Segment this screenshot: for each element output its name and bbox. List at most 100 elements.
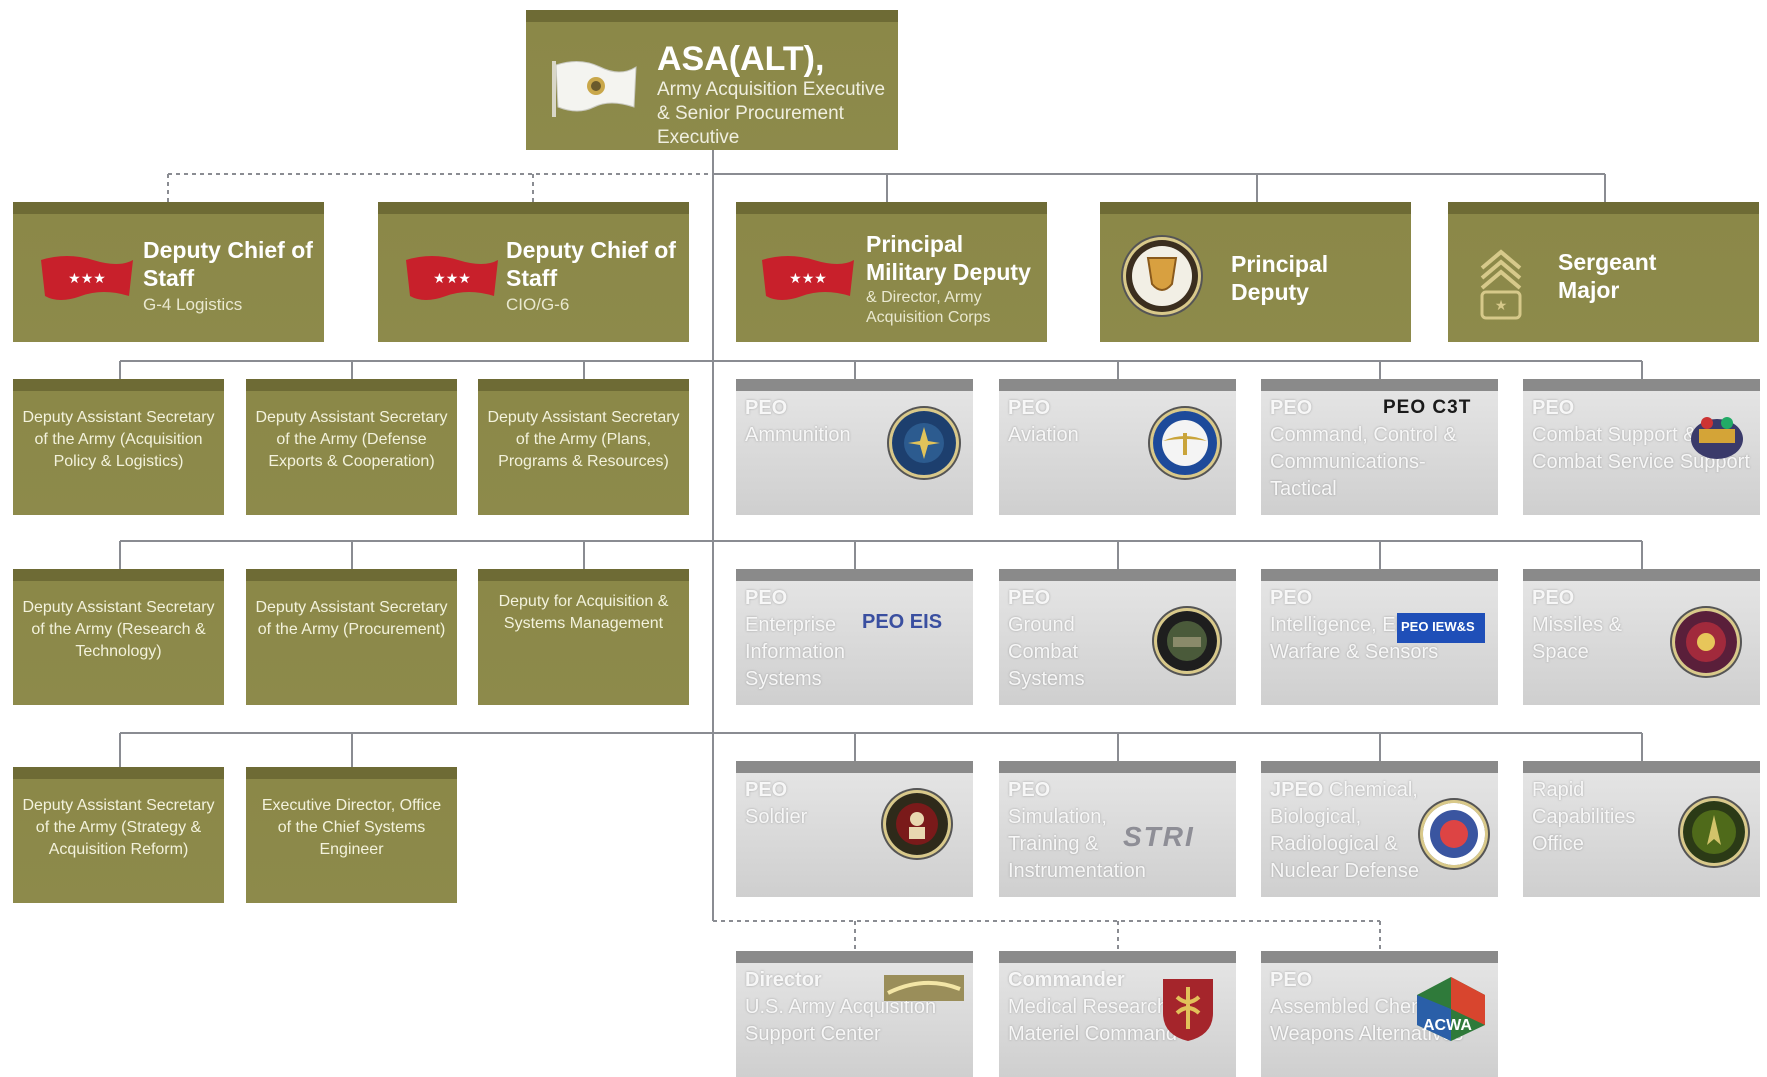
rapid-capabilities-office-box: Rapid Capabilities Office: [1523, 761, 1760, 897]
peo-label: Director U.S. Army Acquisition Support C…: [745, 967, 945, 1048]
sergeant-major-box: ★ Sergeant Major: [1448, 202, 1759, 342]
three-star-flag-icon: ★★★: [406, 256, 498, 300]
das-research-technology-box: Deputy Assistant Secretary of the Army (…: [13, 569, 224, 705]
sergeant-major-chevron-icon: ★: [1480, 249, 1522, 320]
rco-seal-icon: [1683, 801, 1745, 863]
peo-lead: PEO: [1270, 397, 1313, 419]
peo-label: PEO Command, Control & Communications-Ta…: [1270, 395, 1492, 503]
peo-lead: PEO: [745, 779, 788, 801]
level2-title: Principal Military Deputy: [866, 231, 1031, 285]
peo-label: PEO Soldier: [745, 777, 875, 831]
peo-label: PEO Simulation, Training & Instrumentati…: [1008, 777, 1158, 885]
peo-name: Soldier: [745, 806, 808, 828]
peo-name: Aviation: [1008, 424, 1079, 446]
das-procurement-box: Deputy Assistant Secretary of the Army (…: [246, 569, 457, 705]
das-acquisition-policy-box: Deputy Assistant Secretary of the Army (…: [13, 379, 224, 515]
peo-c3t-logo: PEO C3T: [1383, 397, 1472, 418]
three-star-flag-icon: ★★★: [41, 256, 133, 300]
peo-name: Ammunition: [745, 424, 851, 446]
peo-label: PEO Missiles & Space: [1532, 585, 1662, 666]
peo-lead: PEO: [745, 397, 788, 419]
director-asc-box: Director U.S. Army Acquisition Support C…: [736, 951, 973, 1077]
peo-label: PEO Enterprise Information Systems: [745, 585, 855, 693]
peo-name: U.S. Army Acquisition Support Center: [745, 996, 937, 1045]
peo-aviation-seal-icon: [1153, 411, 1217, 475]
peo-label: JPEO Chemical, Biological, Radiological …: [1270, 777, 1470, 885]
level2-title: Principal Deputy: [1231, 251, 1329, 305]
peo-lead: PEO: [1270, 587, 1313, 609]
peo-name: Medical Research & Materiel Command*: [1008, 996, 1187, 1045]
peo-label: PEO Ammunition: [745, 395, 895, 449]
peo-lead: PEO: [1532, 587, 1575, 609]
das-label: Deputy for Acquisition & Systems Managem…: [498, 593, 669, 632]
peo-gcs-seal-icon: [1157, 611, 1217, 671]
level2-subtitle: CIO/G-6: [506, 295, 570, 314]
peo-stri-logo: STRI: [1123, 821, 1195, 852]
deputy-chief-g4-box: ★★★ Deputy Chief of Staff G-4 Logistics: [13, 202, 324, 342]
level2-subtitle: G-4 Logistics: [143, 295, 243, 314]
peo-lead: PEO: [1008, 587, 1051, 609]
top-subtitle: Army Acquisition Executive & Senior Proc…: [657, 79, 886, 148]
das-label: Deputy Assistant Secretary of the Army (…: [487, 409, 680, 470]
peo-name: Combat Support & Combat Service Support: [1532, 424, 1750, 473]
asa-alt-box: ASA(ALT), Army Acquisition Executive & S…: [526, 10, 898, 150]
peo-c3t-box: PEO Command, Control & Communications-Ta…: [1261, 379, 1498, 515]
peo-lead: Director: [745, 969, 822, 991]
level2-subtitle: & Director, Army Acquisition Corps: [866, 289, 991, 326]
level2-title: Deputy Chief of Staff: [506, 237, 676, 291]
flag-icon: [552, 61, 637, 117]
svg-text:★★★: ★★★: [789, 271, 827, 287]
peo-ms-seal-icon: [1675, 611, 1737, 673]
peo-lead: Commander: [1008, 969, 1125, 991]
peo-cs-css-box: PEO Combat Support & Combat Service Supp…: [1523, 379, 1760, 515]
top-title: ASA(ALT),: [657, 40, 825, 78]
peo-cs-css-logo-icon: [1691, 417, 1743, 459]
peo-name: Missiles & Space: [1532, 614, 1623, 663]
peo-iews-box: PEO Intelligence, Electronic Warfare & S…: [1261, 569, 1498, 705]
peo-name: Rapid Capabilities Office: [1532, 779, 1636, 855]
principal-deputy-insignia-icon: [1126, 240, 1198, 312]
level2-title: Sergeant Major: [1558, 249, 1657, 303]
peo-label: PEO Aviation: [1008, 395, 1148, 449]
level2-title: Deputy Chief of Staff: [143, 237, 313, 291]
peo-lead: PEO: [1008, 779, 1051, 801]
principal-military-deputy-box: ★★★ Principal Military Deputy & Director…: [736, 202, 1047, 342]
das-label: Deputy Assistant Secretary of the Army (…: [255, 409, 448, 470]
peo-name: Assembled Chemical Weapons Alternatives: [1270, 996, 1464, 1045]
peo-ammunition-seal-icon: [892, 411, 956, 475]
peo-label: Rapid Capabilities Office: [1532, 777, 1652, 858]
peo-aviation-box: PEO Aviation: [999, 379, 1236, 515]
peo-name: Command, Control & Communications-Tactic…: [1270, 424, 1457, 500]
three-star-flag-icon: ★★★: [762, 256, 854, 300]
peo-lead: PEO: [745, 587, 788, 609]
acwa-logo-icon: [1417, 977, 1485, 1041]
peo-name: Simulation, Training & Instrumentation: [1008, 806, 1146, 882]
mrmc-insignia-icon: [1163, 979, 1213, 1041]
peo-name: Enterprise Information Systems: [745, 614, 846, 690]
peo-eis-logo: PEO EIS: [862, 611, 943, 633]
peo-ground-combat-box: PEO Ground Combat Systems: [999, 569, 1236, 705]
peo-eis-box: PEO Enterprise Information Systems PEO E…: [736, 569, 973, 705]
peo-iews-logo-text: PEO IEW&S: [1401, 619, 1475, 634]
das-label: Executive Director, Office of the Chief …: [261, 797, 442, 858]
commander-mrmc-box: Commander Medical Research & Materiel Co…: [999, 951, 1236, 1077]
peo-label: Commander Medical Research & Materiel Co…: [1008, 967, 1208, 1048]
peo-soldier-box: PEO Soldier: [736, 761, 973, 897]
peo-ammunition-box: PEO Ammunition: [736, 379, 973, 515]
svg-text:★★★: ★★★: [68, 271, 106, 287]
das-label: Deputy Assistant Secretary of the Army (…: [22, 599, 215, 660]
jpeo-cbrnd-box: JPEO Chemical, Biological, Radiological …: [1261, 761, 1498, 897]
svg-text:★★★: ★★★: [433, 271, 471, 287]
deputy-acquisition-systems-box: Deputy for Acquisition & Systems Managem…: [478, 569, 689, 705]
das-label: Deputy Assistant Secretary of the Army (…: [22, 797, 215, 858]
das-plans-programs-box: Deputy Assistant Secretary of the Army (…: [478, 379, 689, 515]
asc-logo-icon: [884, 975, 964, 1001]
acwa-logo-text: ACWA: [1423, 1017, 1472, 1034]
peo-missiles-space-box: PEO Missiles & Space: [1523, 569, 1760, 705]
deputy-chief-cio-box: ★★★ Deputy Chief of Staff CIO/G-6: [378, 202, 689, 342]
peo-lead: PEO: [1532, 397, 1575, 419]
peo-label: PEO Ground Combat Systems: [1008, 585, 1148, 693]
peo-label: PEO Assembled Chemical Weapons Alternati…: [1270, 967, 1494, 1048]
peo-lead: PEO: [1270, 969, 1313, 991]
